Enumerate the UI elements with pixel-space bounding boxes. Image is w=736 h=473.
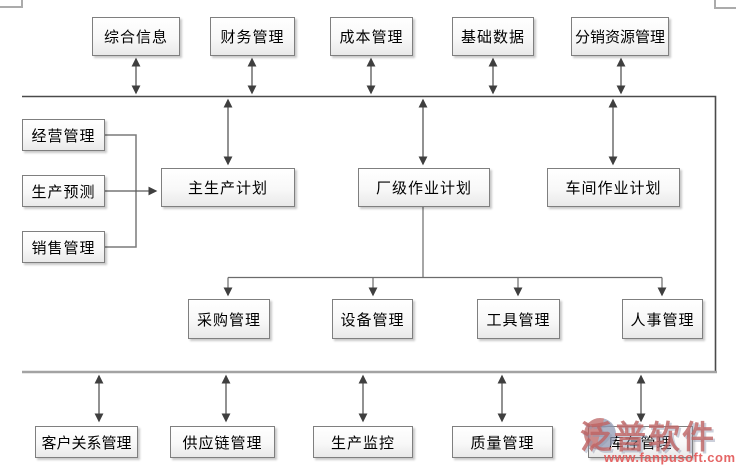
node-business-mgmt: 经营管理	[22, 119, 105, 151]
frame-corner-top-left	[0, 0, 23, 8]
node-customer-relationship-mgmt: 客户关系管理	[35, 426, 138, 458]
node-purchasing-mgmt: 采购管理	[188, 299, 270, 339]
node-equipment-mgmt: 设备管理	[332, 299, 413, 339]
frame-corner-top-right	[714, 0, 736, 9]
node-production-forecast: 生产预测	[22, 175, 105, 207]
node-sales-mgmt: 销售管理	[22, 231, 105, 263]
node-supply-chain-mgmt: 供应链管理	[170, 426, 275, 458]
arrows-top-row	[131, 57, 626, 95]
bus-line-top	[22, 95, 717, 371]
node-tool-mgmt: 工具管理	[477, 299, 560, 339]
node-distribution-resource-mgmt: 分销资源管理	[571, 17, 669, 56]
arrows-bus-to-plans	[223, 98, 618, 166]
node-inventory-mgmt: 库存管理	[588, 426, 693, 458]
connector-distribution	[228, 207, 662, 279]
node-cost-mgmt: 成本管理	[330, 17, 413, 56]
arrows-distribution-drops	[223, 277, 667, 297]
node-hr-mgmt: 人事管理	[622, 299, 703, 339]
node-master-production-plan: 主生产计划	[161, 168, 295, 207]
arrows-bottom-row	[94, 374, 646, 423]
node-comprehensive-info: 综合信息	[92, 17, 180, 56]
node-plant-operation-plan: 厂级作业计划	[358, 168, 490, 207]
node-production-monitoring: 生产监控	[313, 426, 413, 458]
node-quality-mgmt: 质量管理	[452, 426, 553, 458]
node-base-data: 基础数据	[452, 17, 534, 56]
node-workshop-operation-plan: 车间作业计划	[547, 168, 680, 207]
node-finance-mgmt: 财务管理	[210, 17, 295, 56]
